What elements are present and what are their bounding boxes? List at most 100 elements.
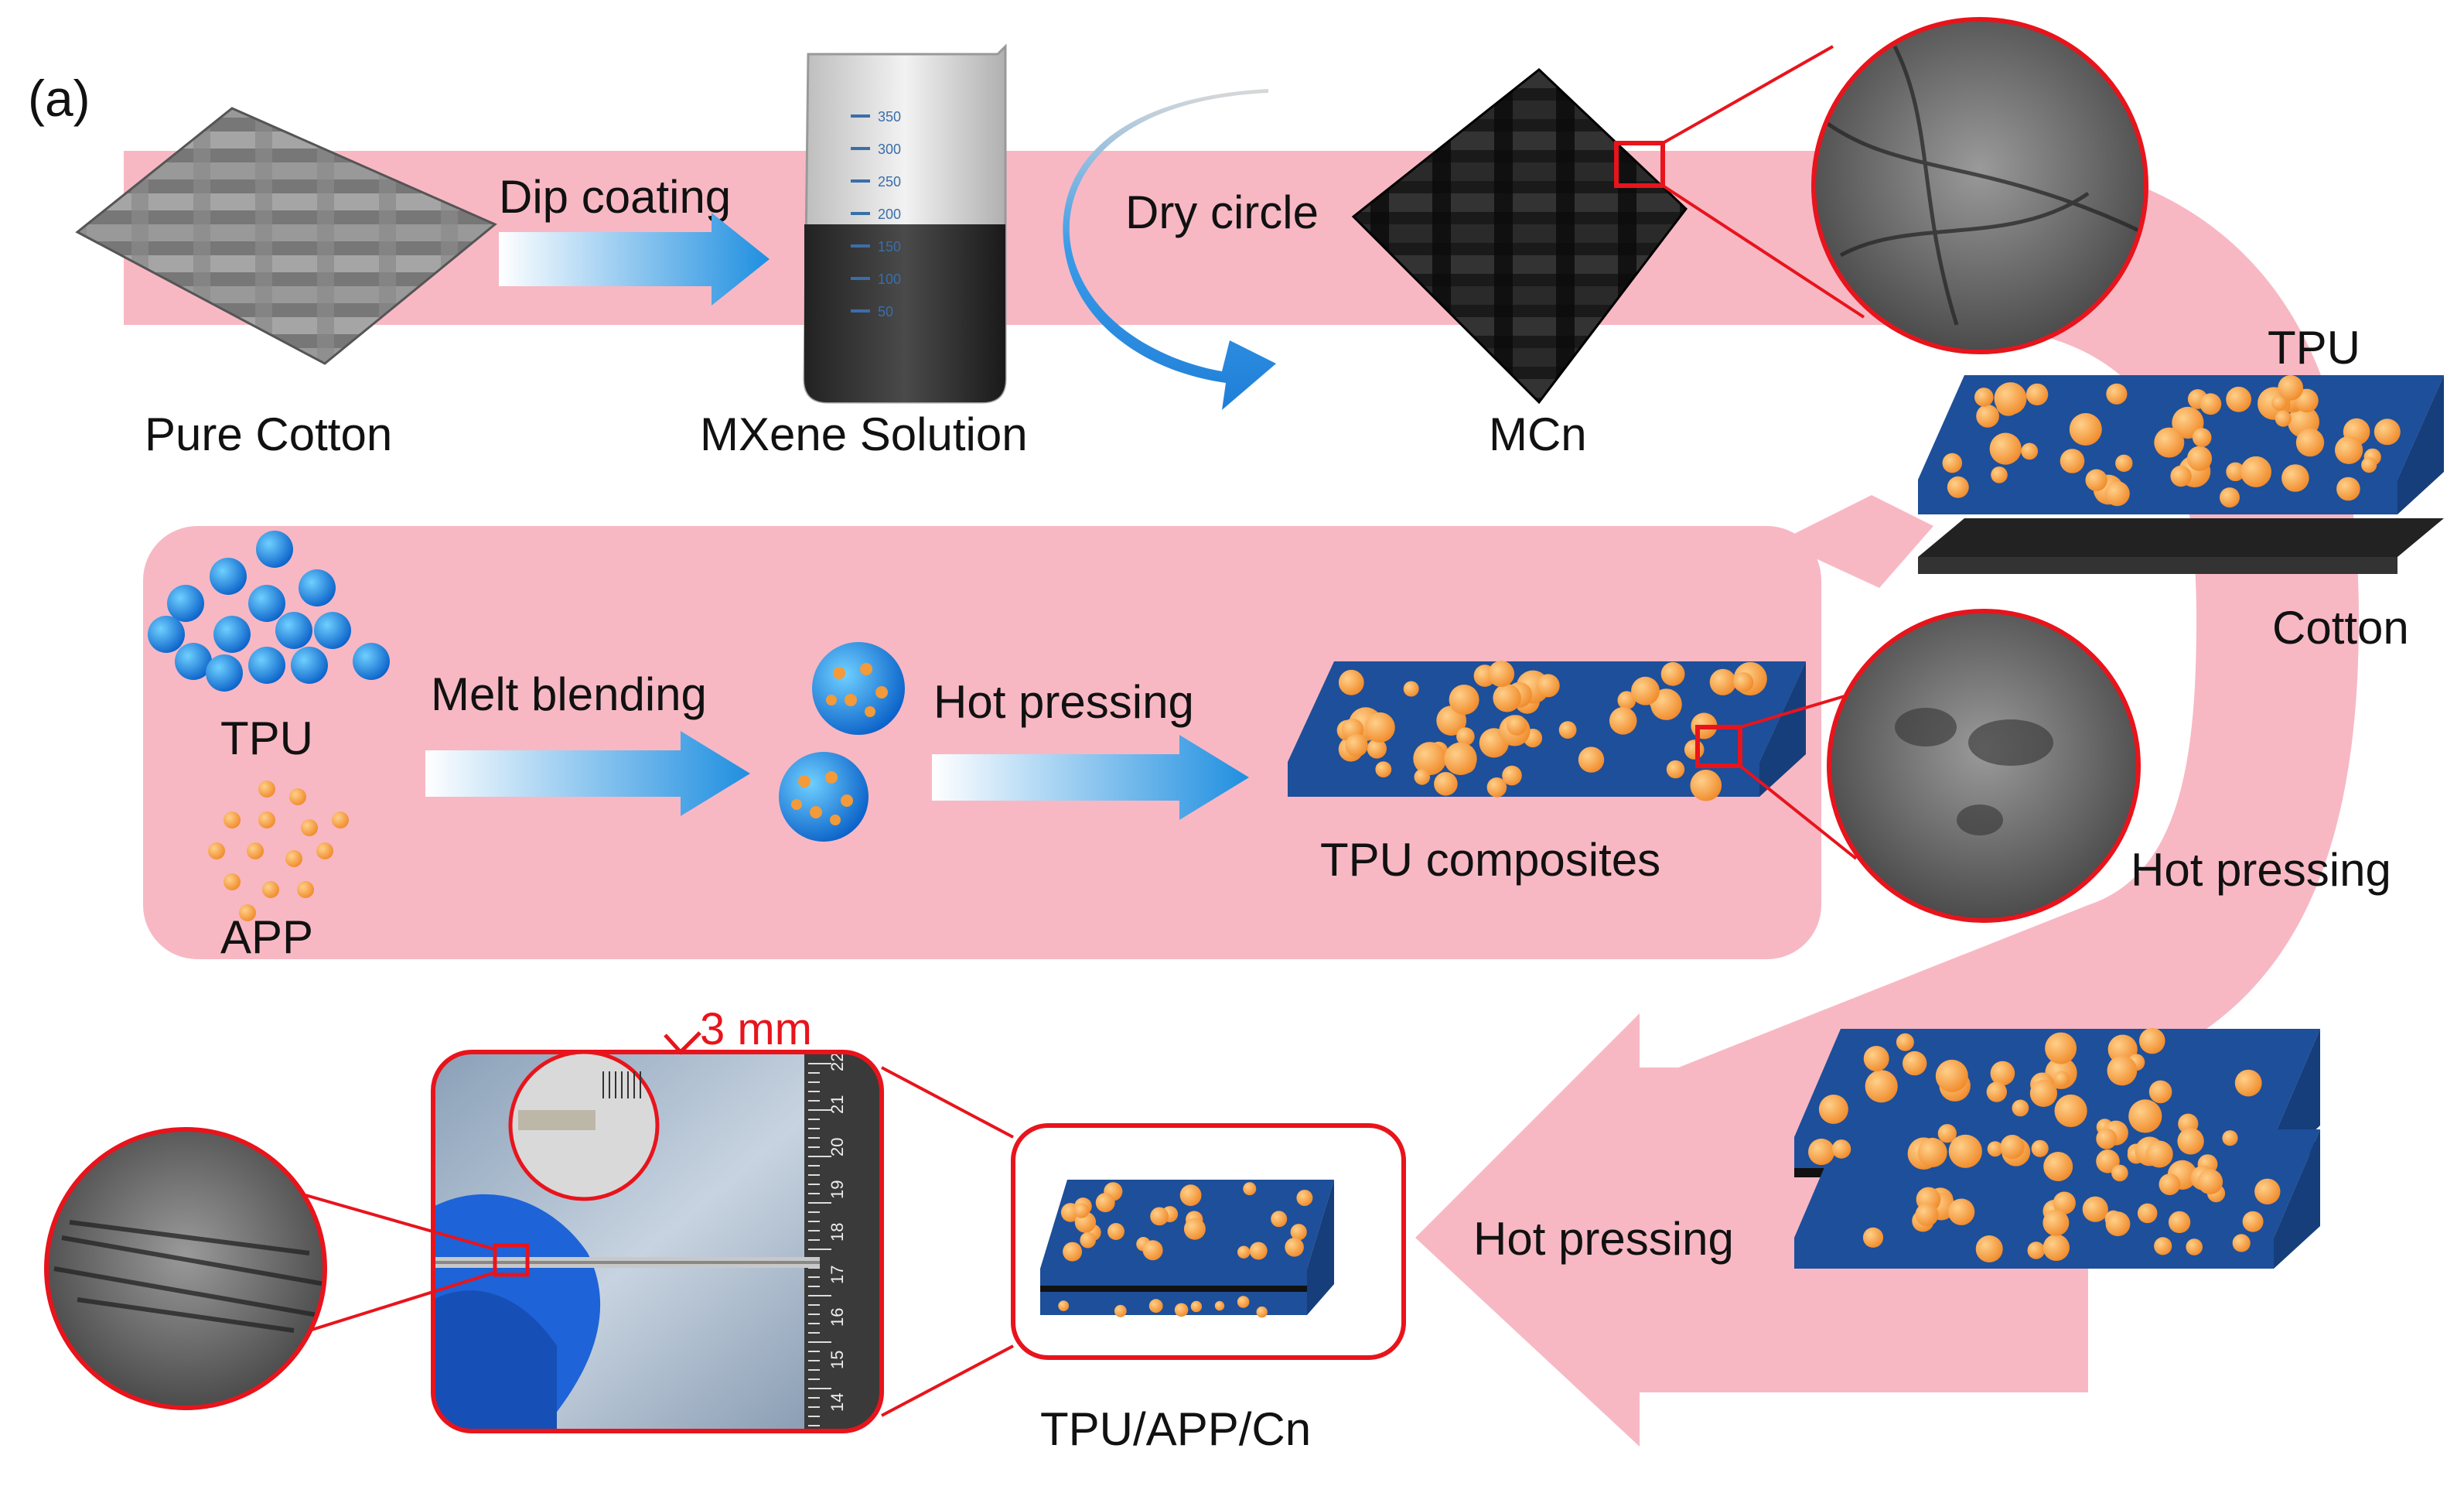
beaker-tick-label: 150 [878, 239, 901, 254]
app-particle [2053, 1191, 2076, 1214]
app-particle [2137, 1203, 2158, 1224]
photo-zoom-line [881, 1066, 1014, 1139]
app-particle [2226, 462, 2245, 481]
tpu-pellet [353, 643, 390, 680]
app-particle [2000, 1135, 2025, 1160]
tpu-pellet [248, 585, 285, 622]
ruler-mark-label: 15 [828, 1351, 847, 1369]
app-particle [2295, 428, 2325, 457]
mcn-sem-image [1811, 17, 2148, 354]
hot-pressing-middle-arrow [932, 735, 1249, 820]
app-particle [1865, 1070, 1898, 1103]
app-particle [1935, 1059, 1968, 1092]
app-particle [1808, 1138, 1835, 1166]
product-label: TPU/APP/Cn [1040, 1403, 1311, 1455]
app-particle [1507, 715, 1527, 736]
app-particle [2106, 383, 2128, 405]
app-particle [2226, 386, 2252, 412]
app-particle [1976, 405, 2000, 428]
tpu-pellet [256, 531, 293, 568]
app-particle [2111, 1164, 2128, 1182]
app-particle [2232, 1234, 2251, 1252]
app-particle [1214, 1300, 1225, 1311]
app-particle [2170, 465, 2192, 487]
tpu-pellet [299, 569, 336, 606]
pure-cotton-fabric [75, 107, 497, 365]
app-particle [2197, 1169, 2223, 1194]
app-particle [1290, 1224, 1307, 1241]
app-particle [289, 788, 306, 805]
app-particle [2145, 1140, 2173, 1168]
app-particle [2128, 1099, 2162, 1133]
app-particle [2192, 428, 2212, 447]
composite-zoom-box [1695, 725, 1742, 768]
app-particle [301, 819, 318, 836]
tpu-pellet [248, 647, 285, 684]
app-particle [2054, 1094, 2087, 1128]
app-particle [262, 881, 279, 898]
app-particle [2281, 464, 2309, 492]
tpu-pellet [206, 654, 243, 692]
photo-zoom-line [881, 1344, 1014, 1417]
app-particle [1994, 382, 2027, 415]
product-box [1011, 1123, 1406, 1360]
app-particle [1179, 1184, 1202, 1207]
composite-zoom-line [1739, 695, 1845, 729]
app-particle [285, 850, 302, 867]
ruler-mark-label: 17 [828, 1266, 847, 1284]
app-particle [1414, 769, 1431, 785]
app-particle [1974, 388, 1994, 407]
app-particle [1063, 1242, 1083, 1262]
app-particle [1536, 674, 1560, 698]
app-particle [2104, 481, 2130, 507]
ruler-mark-label: 19 [828, 1180, 847, 1199]
ruler-mark-label: 18 [828, 1223, 847, 1242]
app-particle [2107, 1055, 2138, 1086]
cotton-layer-label: Cotton [2272, 602, 2409, 654]
dip-coating-arrow [499, 213, 770, 306]
app-particle [1862, 1227, 1884, 1248]
app-particle [2275, 410, 2292, 427]
app-particle [2115, 454, 2133, 472]
app-particle [1558, 721, 1577, 739]
app-particle [2177, 1128, 2204, 1155]
ruler-mark-label: 22 [828, 1053, 847, 1071]
app-particle [2374, 418, 2401, 446]
tpu-pellet [148, 616, 185, 653]
app-particle [1148, 1299, 1163, 1313]
app-particle [1502, 765, 1522, 786]
app-particle [1987, 1141, 2003, 1157]
tpu-pellet [213, 616, 251, 653]
tpu-pellet [314, 612, 351, 649]
tpu-layer-label: TPU [2268, 322, 2360, 374]
ruler-mark-label: 16 [828, 1308, 847, 1327]
tpu-pellet [175, 643, 212, 680]
app-particle [1488, 661, 1515, 688]
app-particle [2154, 1237, 2172, 1255]
app-particle [1058, 1300, 1070, 1311]
app-particle [2242, 1211, 2264, 1232]
app-particle [2025, 383, 2049, 406]
app-particle [1183, 1218, 1206, 1240]
beaker-tick-label: 250 [878, 174, 901, 190]
app-particle [1375, 761, 1392, 777]
app-particle [1990, 1061, 2015, 1086]
app-particle [1114, 1304, 1127, 1317]
app-particle [2336, 477, 2360, 501]
dry-circle-arrow [1063, 89, 1276, 410]
app-particle [208, 842, 225, 859]
cross-section-sem-image [44, 1127, 327, 1410]
app-particle [2159, 1173, 2181, 1195]
app-particle [1660, 661, 1685, 686]
app-particle [1666, 760, 1685, 779]
composite-sem-image [1827, 609, 2141, 923]
app-particle [1863, 1046, 1889, 1071]
panel-label: (a) [28, 70, 90, 127]
beaker-tick-label: 350 [878, 109, 901, 125]
dip-coating-label: Dip coating [499, 171, 731, 223]
mcn-fabric [1351, 68, 1688, 405]
app-particle [224, 873, 241, 890]
